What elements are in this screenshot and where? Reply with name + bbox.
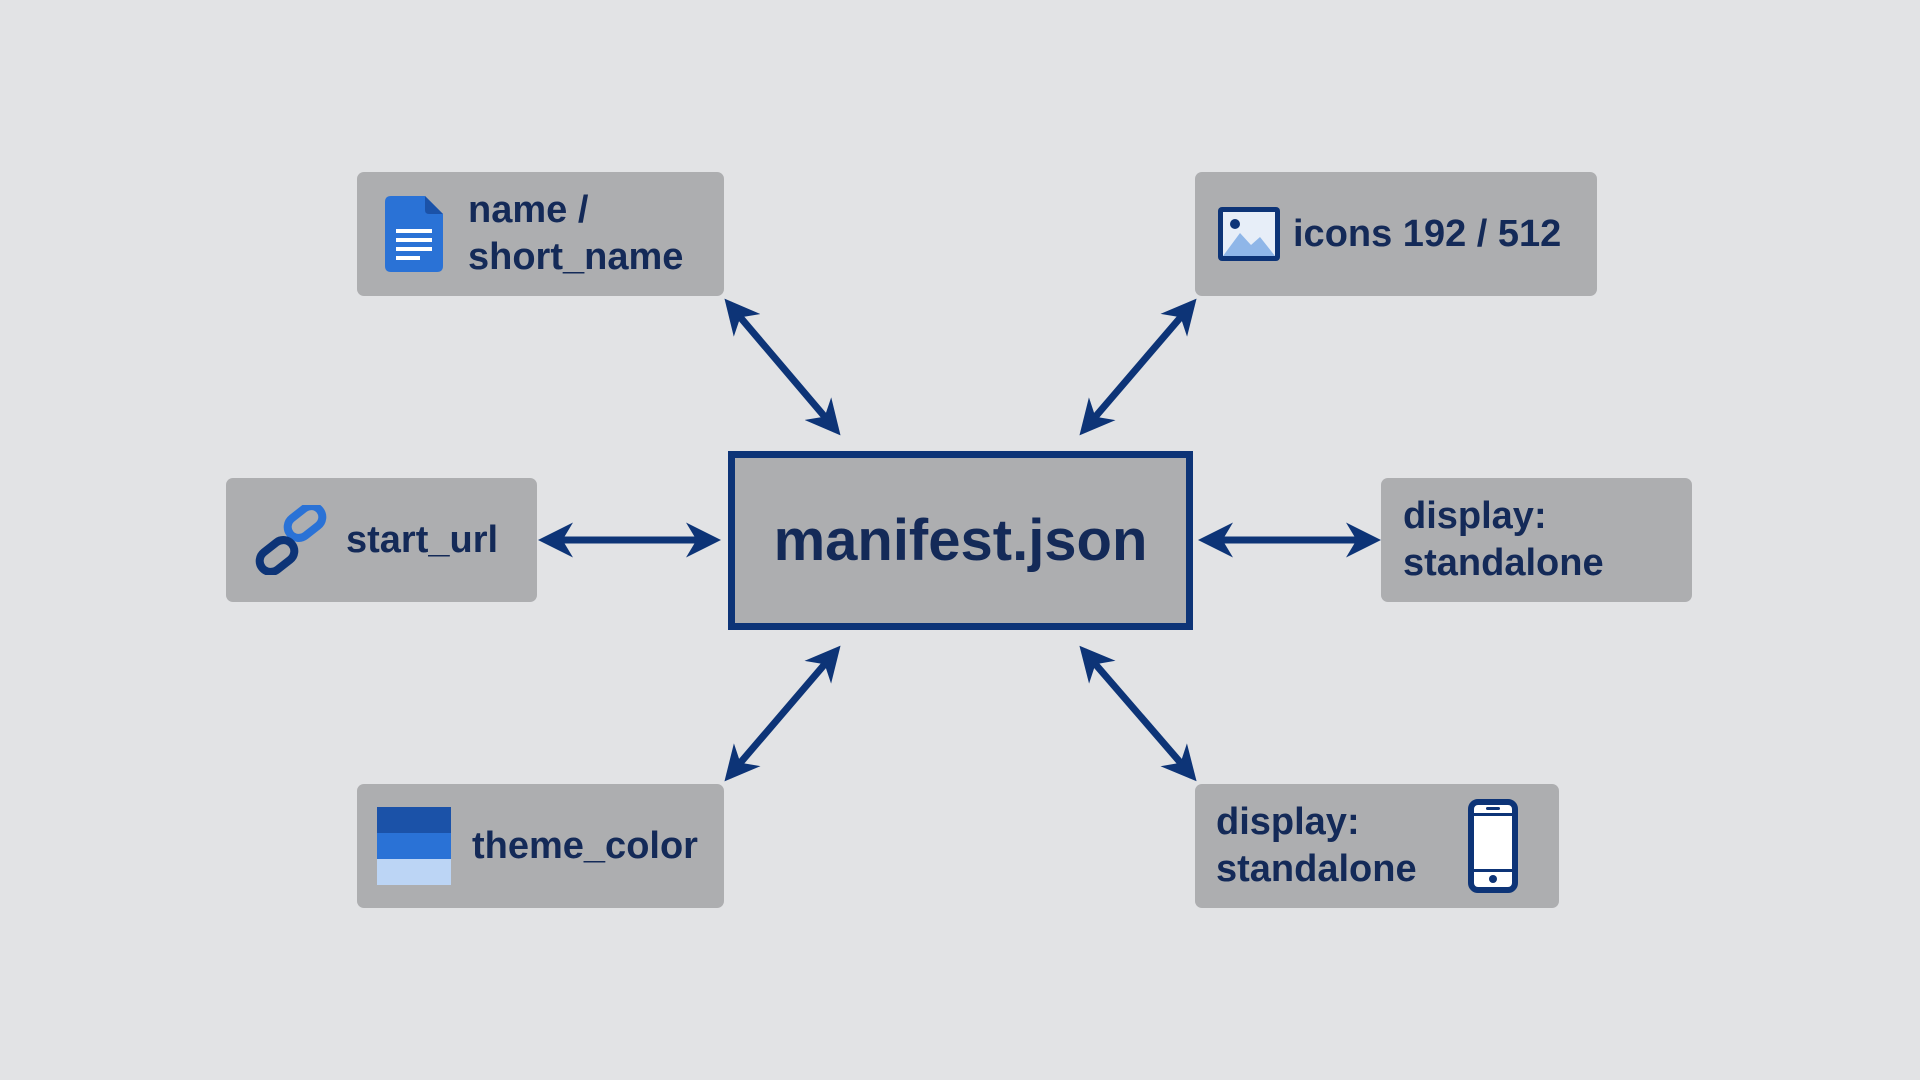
theme-color-node: theme_color — [357, 784, 724, 908]
smartphone-icon — [1467, 799, 1519, 893]
display-right-label: display: standalone — [1403, 495, 1604, 584]
manifest-json-label: manifest.json — [773, 508, 1148, 573]
document-icon — [384, 196, 444, 272]
image-icon — [1217, 207, 1281, 261]
link-icon — [254, 505, 328, 575]
arrow-icons — [1079, 298, 1197, 436]
name-node: name / short_name — [357, 172, 724, 296]
arrow-display-bottom — [1079, 645, 1197, 782]
arrow-theme-color — [724, 645, 841, 782]
start-url-label: start_url — [346, 518, 499, 561]
manifest-json-node: manifest.json — [728, 451, 1193, 630]
icons-node: icons 192 / 512 — [1195, 172, 1597, 296]
display-bottom-label: display: standalone — [1216, 801, 1417, 890]
start-url-node: start_url — [226, 478, 537, 602]
display-standalone-node-bottom: display: standalone — [1195, 784, 1559, 908]
icons-label: icons 192 / 512 — [1293, 212, 1562, 255]
color-swatch-icon — [377, 807, 451, 885]
display-standalone-node-right: display: standalone — [1381, 478, 1692, 602]
name-label: name / short_name — [468, 189, 684, 278]
arrow-name — [724, 298, 841, 436]
theme-color-label: theme_color — [472, 824, 698, 867]
